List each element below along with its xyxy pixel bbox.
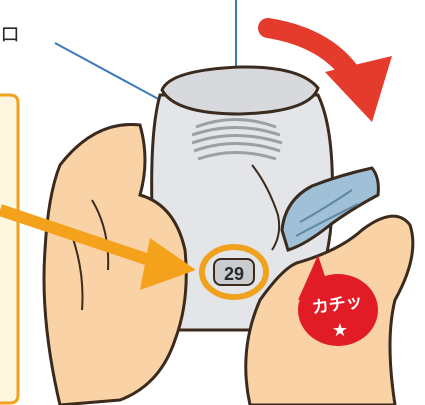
info-box-frame — [0, 95, 18, 403]
counter-value: 29 — [224, 264, 244, 284]
star-icon: ★ — [332, 320, 348, 341]
device-cap — [162, 67, 318, 114]
